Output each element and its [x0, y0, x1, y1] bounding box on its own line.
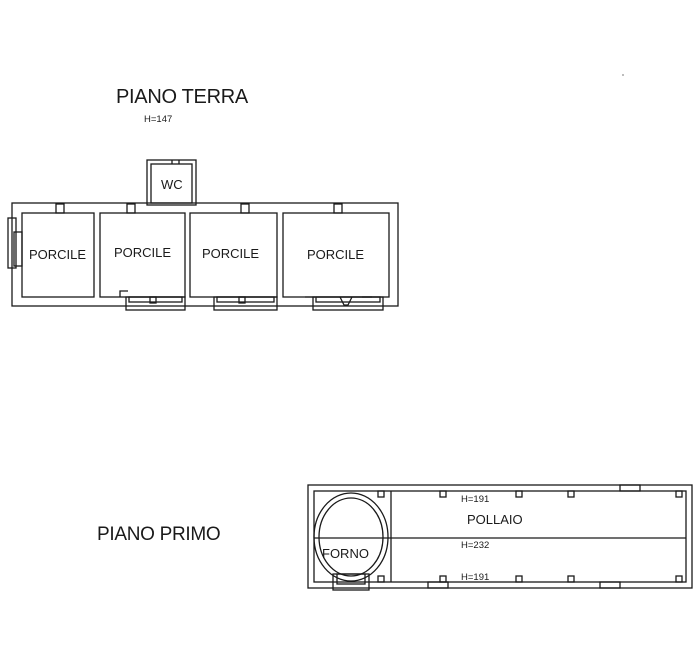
pigsty-room-2: PORCILE	[99, 212, 186, 298]
ground-height-note: H=147	[144, 114, 172, 125]
pigsty-room-4: PORCILE	[282, 212, 390, 306]
room-label-porcile-4: PORCILE	[307, 247, 364, 262]
room-label-forno: FORNO	[322, 546, 369, 561]
chicken-coop-room: H=191 POLLAIO H=232 H=191	[461, 494, 523, 583]
room-label-porcile-3: PORCILE	[202, 246, 259, 261]
pigsty-room-1: PORCILE	[21, 212, 95, 298]
ground-outer-wall	[11, 202, 399, 307]
ground-floor-title: PIANO TERRA	[116, 86, 248, 108]
height-note-upper: H=191	[461, 494, 489, 505]
oven-room: FORNO	[313, 492, 389, 591]
pigsty-room-3: PORCILE	[189, 212, 278, 298]
first-floor-title: PIANO PRIMO	[97, 524, 221, 545]
room-label-porcile-1: PORCILE	[29, 247, 86, 262]
height-note-middle: H=232	[461, 540, 489, 551]
height-note-lower: H=191	[461, 572, 489, 583]
room-label-porcile-2: PORCILE	[114, 245, 171, 260]
wc-room: WC	[146, 159, 197, 206]
first-outer-wall	[307, 484, 693, 589]
room-label-wc: WC	[161, 177, 183, 192]
room-label-pollaio: POLLAIO	[467, 512, 523, 527]
